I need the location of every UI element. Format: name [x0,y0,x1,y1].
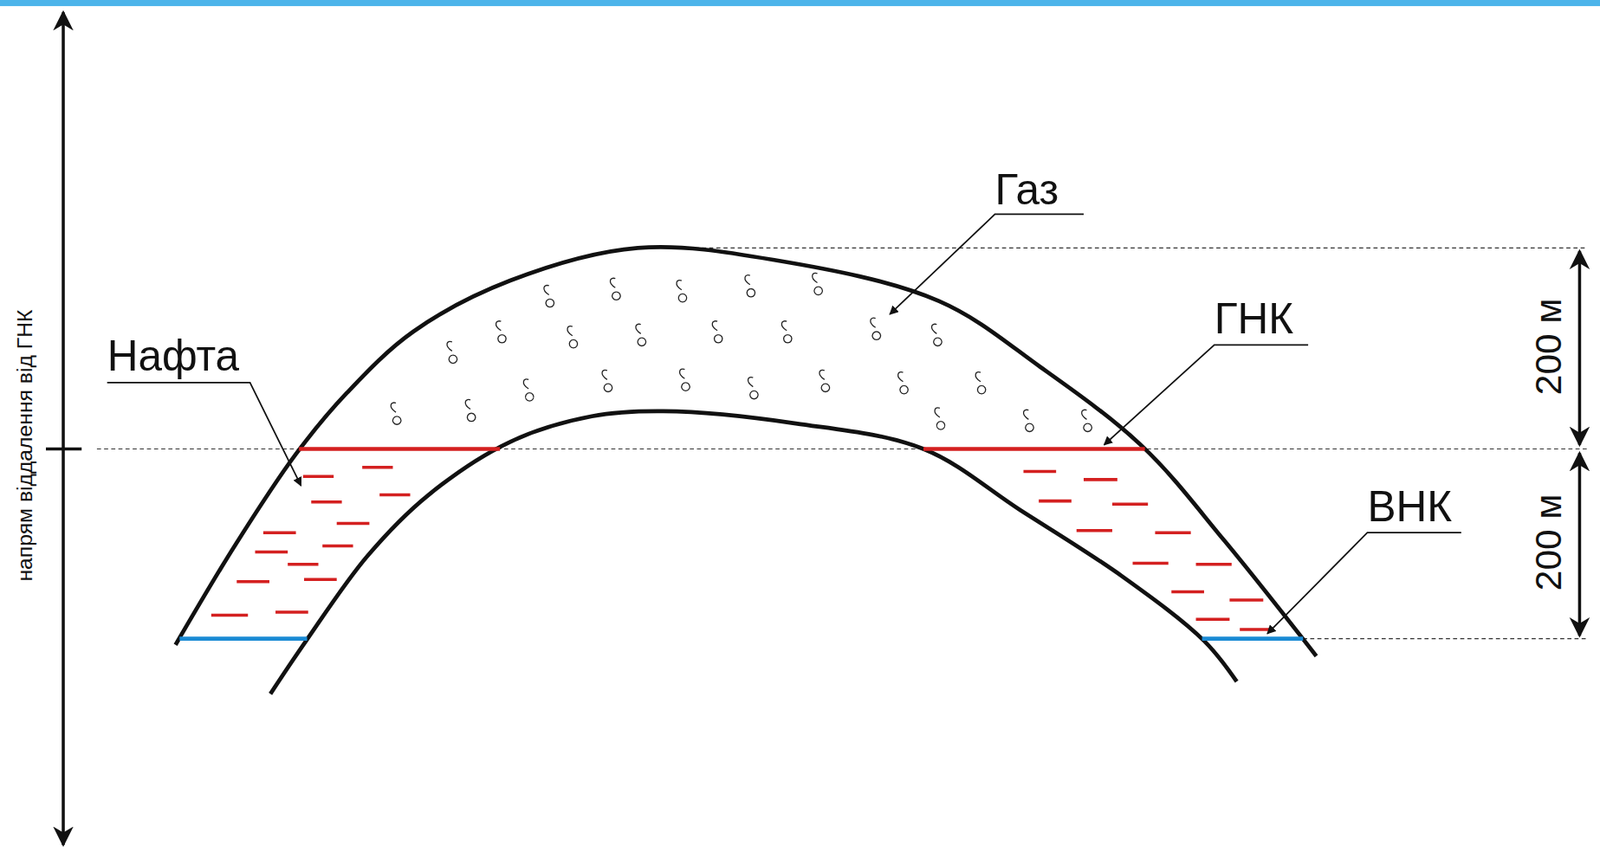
oil-symbol [1133,562,1169,566]
gas-symbol [465,399,476,422]
vnk-dashed-line [1302,638,1588,640]
fluid-symbols [211,272,1271,630]
gas-symbol [712,321,723,344]
oil-symbol [1196,563,1232,567]
leader-line [1104,344,1309,445]
gas-symbol [747,377,758,400]
dimension-label: 200 м [1528,494,1570,592]
gas-symbol [390,402,402,425]
gas-symbol [496,321,507,344]
oil-symbol [310,500,342,505]
gnk-line [298,446,500,452]
gnk-dashed-line [97,448,1588,450]
top-bar [0,0,1600,7]
gas-symbol [781,321,792,344]
oil-symbol [362,466,393,470]
gas-symbol [932,323,943,346]
oil-symbol [287,563,318,567]
gas-symbol [446,341,458,363]
vnk-line [1202,636,1304,642]
axis-arrow [61,12,65,846]
gas-symbol [635,323,647,346]
leader-line [889,213,1084,314]
oil-symbol [275,610,309,615]
gas-symbol [870,317,881,340]
oil-symbol [263,531,297,535]
contact-label: ВНК [1366,483,1452,531]
gas-symbol [934,408,946,430]
gas-symbol [744,275,756,298]
oil-symbol [1076,529,1113,533]
oil-symbol [303,475,334,480]
dimension-label: 200 м [1528,297,1570,396]
gas-symbol [812,272,823,295]
oil-symbol [336,522,370,526]
oil-symbol [1023,470,1056,474]
axis-tick [45,447,82,452]
oil-symbol [1229,598,1264,603]
gas-symbol [1081,409,1093,432]
gas-symbol [544,285,555,307]
reservoir-boundary [270,411,1238,694]
gnk-line [923,446,1146,452]
oil-symbol [1112,502,1148,506]
oil-symbol [1171,590,1205,595]
oil-symbol [211,614,248,618]
gas-symbol [898,372,909,395]
gas-symbol [567,326,578,349]
gas-symbol [819,369,830,392]
gas-symbol [609,278,621,300]
leader-line [1267,532,1462,635]
gas-symbol [975,372,986,395]
gas-symbol [680,369,691,391]
zone-label: Нафта [107,332,240,380]
contact-label: ГНК [1214,295,1294,343]
oil-symbol [379,493,410,498]
gas-symbol [523,379,534,402]
oil-symbol [304,578,337,583]
oil-symbol [254,550,288,555]
oil-symbol [322,544,353,549]
oil-symbol [1239,628,1270,632]
dimension-arrow [1578,251,1582,446]
oil-symbol [1154,531,1191,535]
top-dashed-line [637,247,1588,249]
gas-symbol [676,280,687,303]
reservoir-boundaries [175,246,1317,694]
oil-symbol [1083,478,1118,482]
oil-symbol [1196,618,1231,622]
oil-symbol [1038,499,1072,504]
oil-symbol [236,580,270,584]
axis-label: напрям віддалення від ГНК [13,310,38,583]
dimension-arrow [1578,453,1582,636]
leader-line [107,382,302,486]
vnk-line [179,636,307,642]
gas-symbol [602,369,613,392]
zone-label: Газ [994,166,1059,214]
gas-symbol [1023,409,1035,432]
